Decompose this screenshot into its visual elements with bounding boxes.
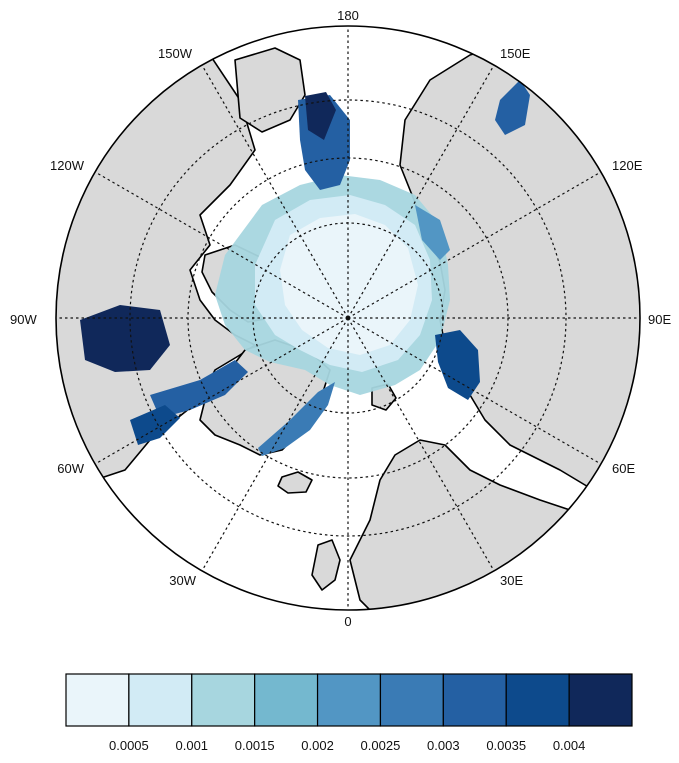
label-90e: 90E [648,312,671,327]
field-hudson-max [80,305,170,372]
meridian-line [347,317,602,465]
colorbar-swatch [191,673,256,727]
colorbar-tick-label: 0.004 [553,738,586,753]
colorbar-tick-label: 0.0015 [235,738,275,753]
label-120w: 120W [50,158,85,173]
colorbar-tick-label: 0.002 [301,738,334,753]
colorbar-swatch [379,673,444,727]
map-boundary [55,25,641,611]
colorbar-swatch [316,673,382,727]
label-180: 180 [337,8,359,23]
meridian-line [94,171,349,319]
colorbar-swatch [254,673,319,727]
colorbar-swatch [442,673,507,727]
longitude-labels: 180 0 90W 90E 150W 120W 60W 30W 150E 120… [10,8,671,629]
label-150e: 150E [500,46,531,61]
field-east-greenland [258,382,335,456]
data-field [80,80,530,456]
label-150w: 150W [158,46,193,61]
label-30e: 30E [500,573,523,588]
colorbar-tick-label: 0.0005 [109,738,149,753]
land-british-isles [311,539,341,591]
field-inner [280,214,418,355]
colorbar-tick-label: 0.001 [176,738,209,753]
colorbar-swatch [65,673,130,727]
meridian-line [347,171,602,319]
meridian-line [347,317,495,572]
colorbar-tick-label: 0.0025 [361,738,401,753]
colorbar-tick-label: 0.0035 [486,738,526,753]
colorbar-swatches [65,673,633,727]
field-kara-high [435,330,480,400]
field-baffin-high [150,360,248,418]
label-0: 0 [344,614,351,629]
land-beringia [234,47,306,133]
colorbar: 0.0005 0.001 0.0015 0.002 0.0025 0.003 0.0035 0… [65,673,633,753]
colorbar-tick-labels: 0.0005 0.001 0.0015 0.002 0.0025 0.003 0.0035 0… [109,738,585,753]
label-60e: 60E [612,461,635,476]
meridian-line [201,317,349,572]
latitude-circle-outer [129,99,567,537]
meridian-lines [56,26,640,610]
meridian-line [201,64,349,319]
meridian-line [94,317,349,465]
colorbar-swatch [568,673,633,727]
field-okhotsk [495,80,530,135]
field-east-siberia [415,205,450,260]
colorbar-swatch [505,673,570,727]
label-30w: 30W [169,573,196,588]
meridian-line [347,64,495,319]
graticule [56,26,640,610]
label-120e: 120E [612,158,643,173]
map-disk [56,26,640,610]
label-60w: 60W [57,461,84,476]
field-labrador-high [130,405,180,445]
label-90w: 90W [10,312,37,327]
colorbar-swatch [128,673,193,727]
land-iceland [277,471,313,494]
colorbar-tick-label: 0.003 [427,738,460,753]
field-bering-max [305,92,336,140]
